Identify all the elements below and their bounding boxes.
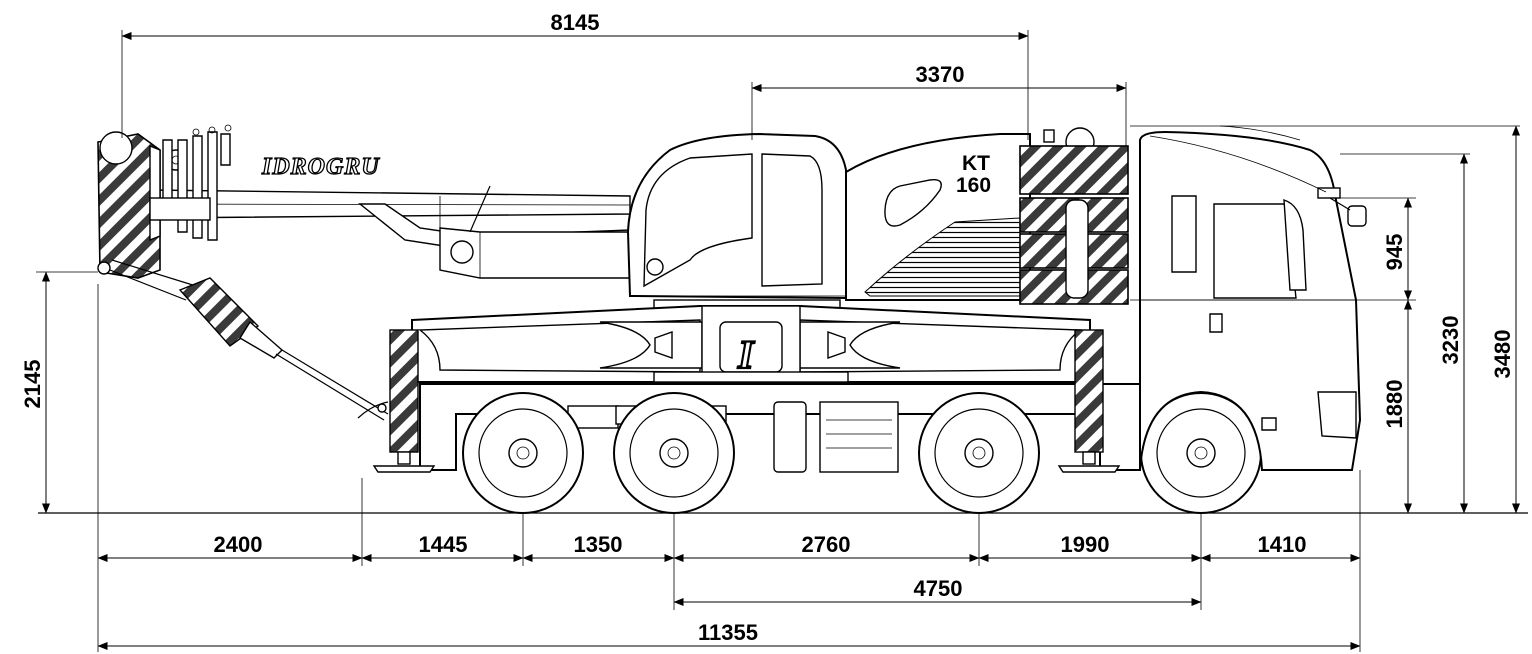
dim-front-axle-to-outrigger: 1990: [1061, 532, 1110, 557]
counterweight: [1019, 145, 1129, 305]
dim-overall-height: 3480: [1490, 330, 1515, 379]
dim-front-overhang: 1410: [1258, 532, 1307, 557]
model-line-1: KT: [962, 152, 990, 175]
dim-rear-outrigger-to-axle: 1445: [419, 532, 468, 557]
slewing-frame: I: [411, 305, 1091, 383]
brand-lettering: IDROGRU: [261, 154, 380, 180]
dim-cab-height: 3230: [1438, 316, 1463, 365]
dim-wheelbase: 4750: [914, 576, 963, 601]
dim-mid-span: 2760: [802, 532, 851, 557]
dim-counterweight-reach: 3370: [916, 62, 965, 87]
operator-cab: [626, 132, 850, 311]
model-line-2: 160: [956, 174, 991, 197]
dimensions: 8145 3370 2400 1445 1350 2760 1990 1410 …: [20, 10, 1520, 652]
telescopic-boom: [149, 185, 631, 279]
rear-outrigger: [357, 329, 436, 473]
truck-cab: [1139, 125, 1367, 471]
boom-support-strut: [109, 259, 389, 421]
dim-rear-axle-spacing: 1350: [574, 532, 623, 557]
dim-mirror-height: 945: [1382, 234, 1407, 271]
superstructure: KT 160: [845, 127, 1095, 301]
wheel-axle-1: [462, 392, 584, 514]
front-outrigger: [1057, 329, 1121, 473]
dim-overall-boom-length: 8145: [551, 10, 600, 35]
dim-rear-overhang: 2400: [214, 532, 263, 557]
boom-head: [97, 124, 232, 279]
dim-boom-support-height: 2145: [20, 360, 45, 409]
wheel-axle-3: [918, 392, 1040, 514]
crane-illustration: KT 160 I: [97, 124, 1367, 514]
wheel-axle-2: [613, 392, 735, 514]
dim-chassis-height: 1880: [1382, 380, 1407, 429]
dim-overall-length: 11355: [698, 620, 758, 645]
manufacturer-logo: I: [737, 332, 755, 377]
